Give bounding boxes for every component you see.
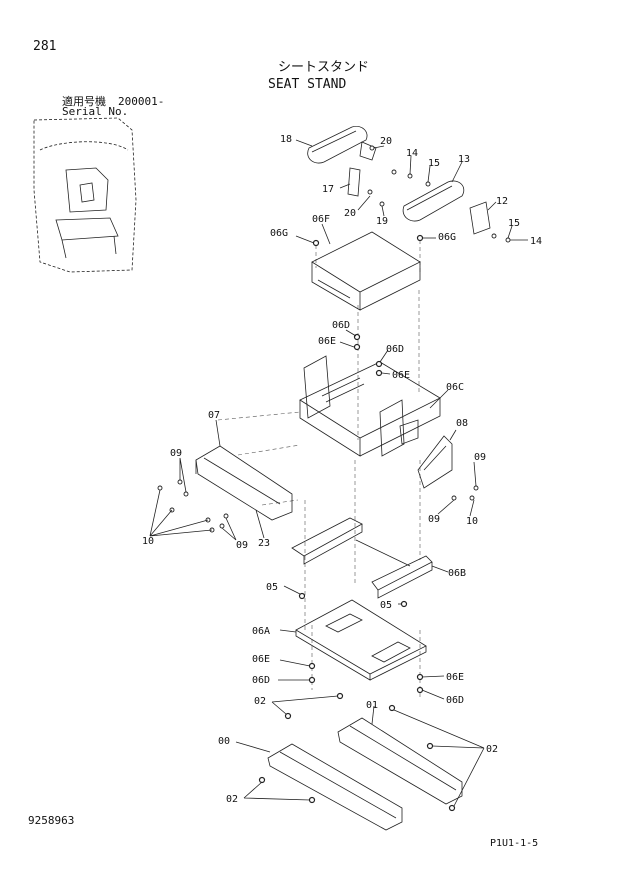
label-06E-upper-right: 06E [392,370,410,381]
serial-range: 200001- [118,95,165,108]
label-02-lower-left: 02 [226,794,238,805]
label-15-lower: 15 [508,218,520,229]
label-06D-lower-right: 06D [446,695,464,706]
serial-label-japanese: 適用号機 [62,95,106,108]
label-06E-lower-left: 06E [252,654,270,665]
label-01: 01 [366,700,378,711]
label-18: 18 [280,134,292,145]
label-02-right: 02 [486,744,498,755]
seat-cover-plate [311,231,421,311]
fasteners [157,145,511,812]
label-08: 08 [456,418,468,429]
armrest-right [402,180,491,235]
label-15-upper: 15 [428,158,440,169]
label-09-left: 09 [170,448,182,459]
title-english: SEAT STAND [268,77,347,92]
label-12: 12 [496,196,508,207]
label-06B: 06B [448,568,466,579]
label-20-lower: 20 [344,208,356,219]
label-09-lower-right: 09 [428,514,440,525]
label-23: 23 [258,538,270,549]
slide-rail-assembly [291,517,433,599]
cab-thumbnail [33,117,137,273]
mount-rail-00 [267,743,403,831]
label-06D-upper-right: 06D [386,344,404,355]
label-07: 07 [208,410,220,421]
side-rail-left [195,445,293,521]
label-10-left: 10 [142,536,154,547]
mount-rail-01 [337,717,463,805]
label-17: 17 [322,184,334,195]
label-06E-lower-right: 06E [446,672,464,683]
reference-code: P1U1-1-5 [490,838,539,849]
label-06G-left: 06G [270,228,288,239]
label-06E-upper-left: 06E [318,336,336,347]
part-labels: 18 20 14 15 13 17 20 19 12 15 14 06G 06F… [142,134,542,805]
drawing-number: 9258963 [28,814,75,827]
label-06G-right: 06G [438,232,456,243]
label-02-upper-left: 02 [254,696,266,707]
base-plate [295,599,427,681]
title-japanese: シートスタンド [278,60,370,75]
label-05-left: 05 [266,582,278,593]
label-00: 00 [218,736,230,747]
label-06D-upper-left: 06D [332,320,350,331]
label-06C: 06C [446,382,464,393]
armrest-left [307,125,377,197]
page-number: 281 [33,39,57,54]
label-14-lower: 14 [530,236,542,247]
side-bracket-right [417,435,453,489]
label-06A: 06A [252,626,270,637]
label-13: 13 [458,154,470,165]
label-10-right: 10 [466,516,478,527]
label-09-right: 09 [474,452,486,463]
label-09-lower-left: 09 [236,540,248,551]
label-20-upper: 20 [380,136,392,147]
label-06F: 06F [312,214,330,225]
label-14-upper: 14 [406,148,418,159]
serial-label-english: Serial No. [62,105,129,118]
alignment-lines [217,240,421,700]
label-19: 19 [376,216,388,227]
leader-lines [149,139,528,807]
label-06D-lower-left: 06D [252,675,270,686]
label-05-right: 05 [380,600,392,611]
